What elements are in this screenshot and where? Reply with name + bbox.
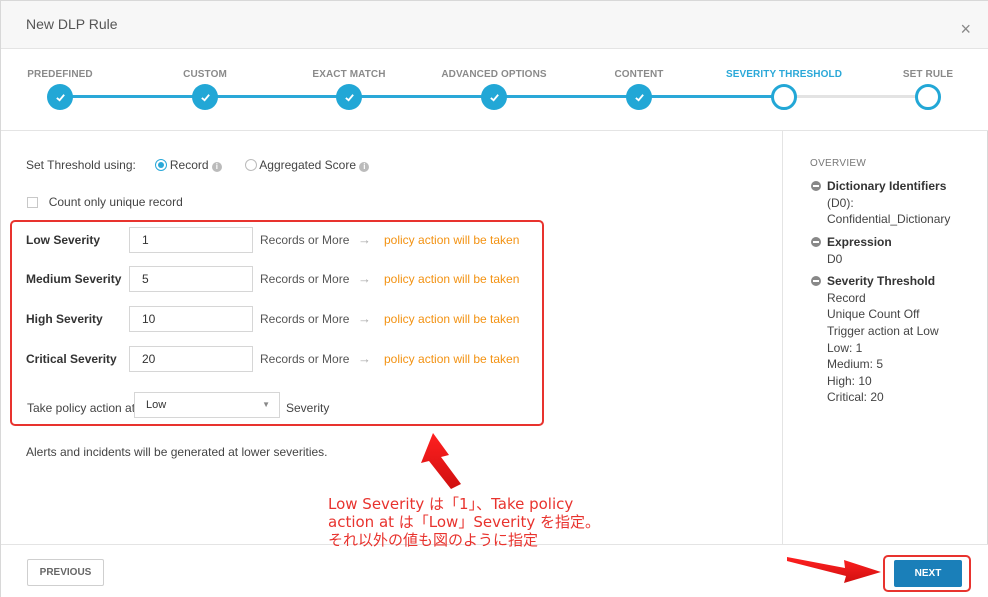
step-label-set-rule: SET RULE xyxy=(902,69,954,80)
stepper-remaining-line xyxy=(784,95,928,98)
overview-line: Low: 1 xyxy=(827,341,863,355)
low-severity-label: Low Severity xyxy=(26,233,101,247)
step-predefined-check-icon[interactable] xyxy=(47,84,73,110)
severity-threshold-form: Set Threshold using: Record i Aggregated… xyxy=(1,131,783,544)
step-label-exact-match: EXACT MATCH xyxy=(312,69,386,80)
step-custom-check-icon[interactable] xyxy=(192,84,218,110)
chevron-down-icon: ▼ xyxy=(262,400,270,409)
high-severity-input[interactable]: 10 xyxy=(129,306,253,332)
high-policy-action-text: policy action will be taken xyxy=(384,312,520,326)
wizard-stepper: PREDEFINED CUSTOM EXACT MATCH ADVANCED O… xyxy=(1,49,988,131)
annotation-line: Low Severity は「1」、Take policy xyxy=(328,495,574,513)
critical-severity-input[interactable]: 20 xyxy=(129,346,253,372)
step-label-severity-threshold: SEVERITY THRESHOLD xyxy=(725,69,843,80)
record-radio-label[interactable]: Record xyxy=(169,158,209,172)
next-highlight-box xyxy=(883,555,971,592)
aggregated-score-radio[interactable] xyxy=(244,159,257,171)
overview-panel: OVERVIEW Dictionary Identifiers (D0): Co… xyxy=(784,131,988,544)
threshold-label: Set Threshold using: xyxy=(26,158,136,172)
threshold-row: Set Threshold using: Record i Aggregated… xyxy=(26,158,370,172)
annotation-highlight-box xyxy=(10,220,544,426)
overview-line: Medium: 5 xyxy=(827,357,884,371)
medium-arrow-right-icon: → xyxy=(358,271,371,286)
overview-line: Record xyxy=(827,291,866,305)
step-exact-match-check-icon[interactable] xyxy=(336,84,362,110)
medium-severity-label: Medium Severity xyxy=(26,272,122,286)
unique-record-label[interactable]: Count only unique record xyxy=(48,195,183,209)
overview-line: Unique Count Off xyxy=(827,307,920,321)
overview-title: OVERVIEW xyxy=(810,158,867,169)
take-action-selected-value: Low xyxy=(146,399,167,411)
previous-button[interactable]: PREVIOUS xyxy=(27,559,104,586)
next-button[interactable]: NEXT xyxy=(894,560,962,587)
annotation-text: Low Severity は「1」、Take policy action at … xyxy=(328,495,600,549)
record-info-icon[interactable]: i xyxy=(211,162,222,172)
medium-severity-input[interactable]: 5 xyxy=(129,266,253,292)
dialog-title: New DLP Rule xyxy=(26,16,118,32)
take-action-label: Take policy action at xyxy=(27,401,136,415)
step-content-check-icon[interactable] xyxy=(626,84,652,110)
unique-record-row: Count only unique record xyxy=(27,195,183,209)
step-label-custom: CUSTOM xyxy=(183,69,227,80)
record-radio[interactable] xyxy=(154,159,167,171)
step-label-advanced-options: ADVANCED OPTIONS xyxy=(441,69,547,80)
step-advanced-options-check-icon[interactable] xyxy=(481,84,507,110)
annotation-line: action at は「Low」Severity を指定。 xyxy=(328,513,601,531)
step-label-predefined: PREDEFINED xyxy=(27,69,93,80)
overview-line: High: 10 xyxy=(827,374,872,388)
dialog-header: New DLP Rule × xyxy=(1,1,988,49)
overview-line: Critical: 20 xyxy=(827,390,884,404)
dialog-footer: PREVIOUS NEXT xyxy=(1,544,988,597)
overview-heading-severity-threshold: Severity Threshold xyxy=(827,274,936,288)
overview-line: Trigger action at Low xyxy=(827,324,939,338)
overview-line: (D0): xyxy=(827,196,854,210)
overview-line: Confidential_Dictionary xyxy=(827,212,951,226)
unique-record-checkbox[interactable] xyxy=(27,197,38,208)
critical-severity-unit: Records or More xyxy=(260,352,350,366)
critical-severity-label: Critical Severity xyxy=(26,352,117,366)
critical-policy-action-text: policy action will be taken xyxy=(384,352,520,366)
annotation-arrow-right-icon xyxy=(787,557,881,583)
overview-heading-dictionary: Dictionary Identifiers xyxy=(827,179,947,193)
high-severity-unit: Records or More xyxy=(260,312,350,326)
high-arrow-right-icon: → xyxy=(358,311,371,326)
take-action-suffix: Severity xyxy=(286,401,330,415)
take-action-severity-select[interactable]: Low ▼ xyxy=(134,392,280,418)
step-severity-threshold-current-icon[interactable] xyxy=(771,84,797,110)
medium-severity-unit: Records or More xyxy=(260,272,350,286)
aggregated-score-radio-label[interactable]: Aggregated Score xyxy=(259,158,357,172)
collapse-icon[interactable] xyxy=(811,181,821,191)
step-set-rule-icon[interactable] xyxy=(915,84,941,110)
overview-heading-expression: Expression xyxy=(827,235,892,249)
low-severity-unit: Records or More xyxy=(260,233,350,247)
low-policy-action-text: policy action will be taken xyxy=(384,233,520,247)
collapse-icon[interactable] xyxy=(811,237,821,247)
annotation-arrow-up-icon xyxy=(421,433,461,489)
low-severity-input[interactable]: 1 xyxy=(129,227,253,253)
close-icon[interactable]: × xyxy=(960,19,971,39)
stepper-progress-line xyxy=(60,95,784,98)
lower-severity-note: Alerts and incidents will be generated a… xyxy=(26,445,328,459)
overview-line: D0 xyxy=(827,252,843,266)
step-label-content: CONTENT xyxy=(614,69,664,80)
low-arrow-right-icon: → xyxy=(358,232,371,247)
collapse-icon[interactable] xyxy=(811,276,821,286)
aggregated-score-info-icon[interactable]: i xyxy=(359,162,370,172)
high-severity-label: High Severity xyxy=(26,312,103,326)
medium-policy-action-text: policy action will be taken xyxy=(384,272,520,286)
annotation-line: それ以外の値も図のように指定 xyxy=(328,531,539,549)
critical-arrow-right-icon: → xyxy=(358,351,371,366)
